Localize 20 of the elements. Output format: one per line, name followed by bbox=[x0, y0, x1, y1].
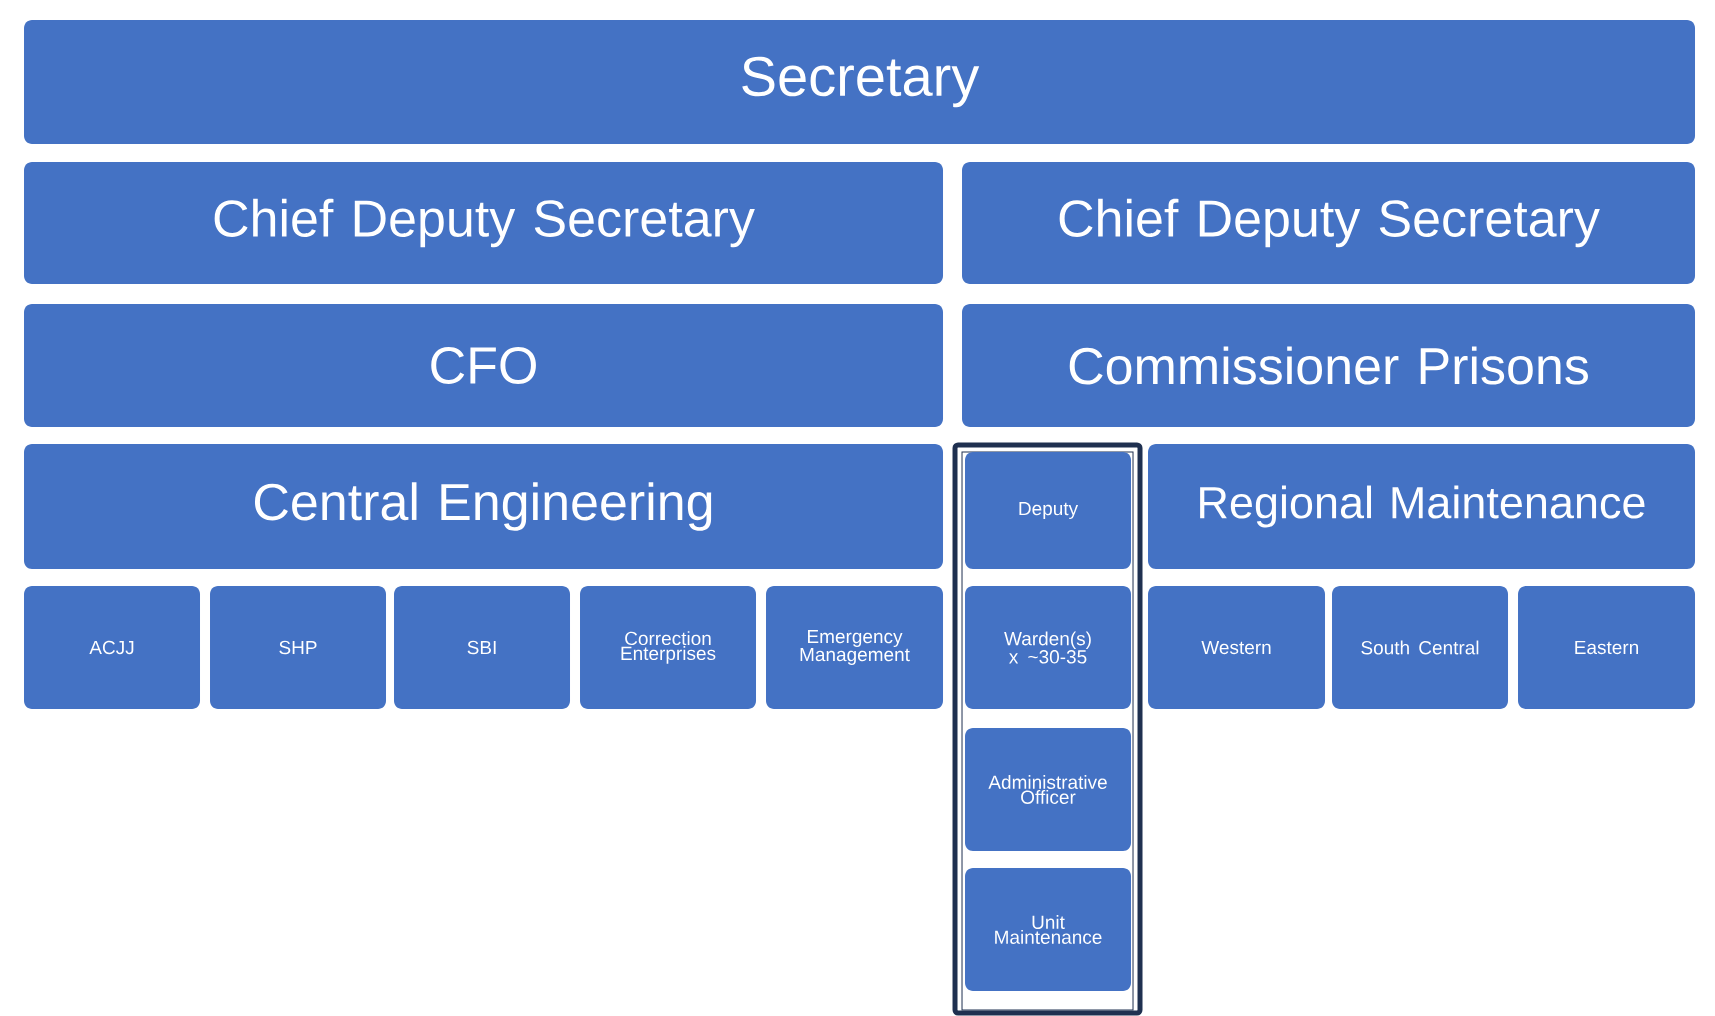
frame-outline bbox=[952, 442, 1143, 1016]
org-box: Commissioner Prisons bbox=[962, 304, 1695, 427]
org-box: Western bbox=[1148, 586, 1325, 709]
org-box: South Central bbox=[1332, 586, 1508, 709]
org-box: Correction Enterprises bbox=[580, 586, 756, 709]
org-box: Unit Maintenance bbox=[965, 868, 1131, 991]
org-box: SHP bbox=[210, 586, 386, 709]
org-box: Deputy bbox=[965, 452, 1131, 569]
org-box: Chief Deputy Secretary bbox=[962, 162, 1695, 284]
org-box: Emergency Management bbox=[766, 586, 943, 709]
org-box: Regional Maintenance bbox=[1148, 444, 1695, 569]
org-box: Chief Deputy Secretary bbox=[24, 162, 943, 284]
org-box: Eastern bbox=[1518, 586, 1695, 709]
org-box: SBI bbox=[394, 586, 570, 709]
org-box: CFO bbox=[24, 304, 943, 427]
org-box: Warden(s) x ~30-35 bbox=[965, 586, 1131, 709]
org-box: Administrative Officer bbox=[965, 728, 1131, 851]
org-box: ACJJ bbox=[24, 586, 200, 709]
org-box: Central Engineering bbox=[24, 444, 943, 569]
org-box: Secretary bbox=[24, 20, 1695, 144]
